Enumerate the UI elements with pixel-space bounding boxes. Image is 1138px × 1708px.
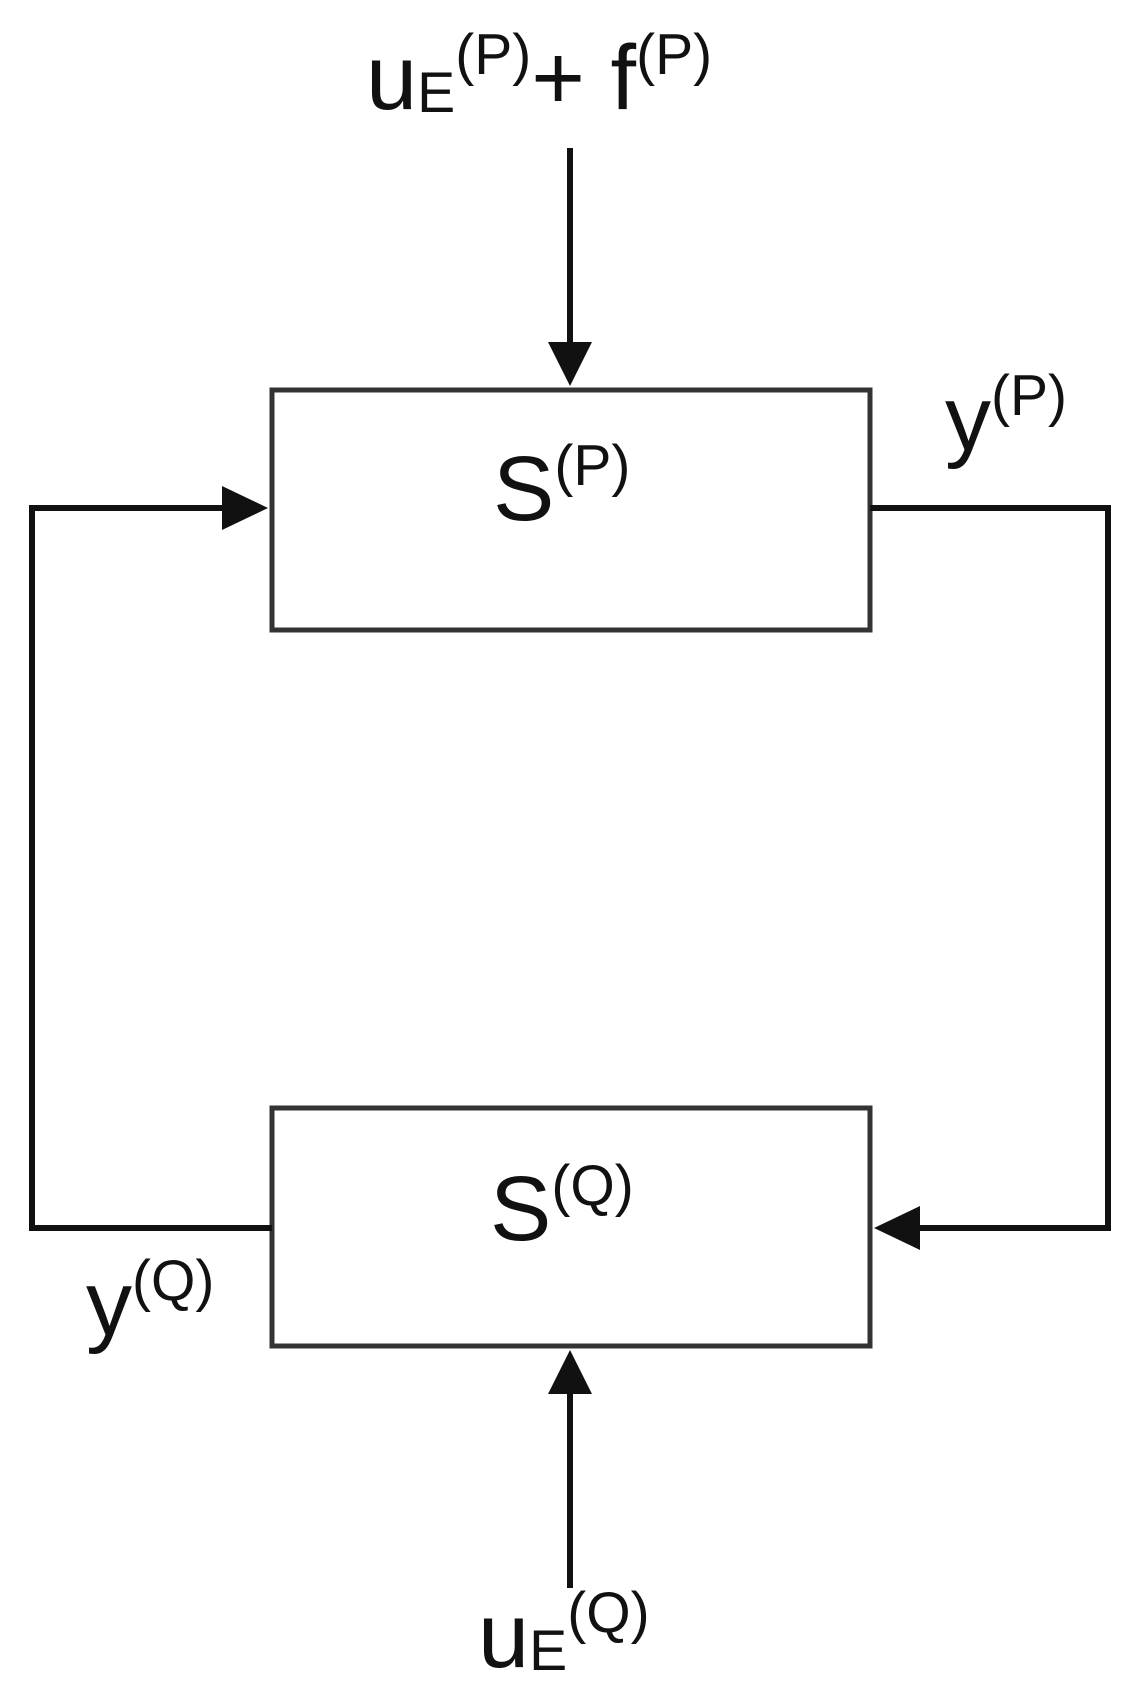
bottom-input-subscript: E: [529, 1618, 568, 1683]
output-yp-superscript: (P): [991, 363, 1068, 428]
top-input-gap: [585, 27, 611, 129]
block-sq-superscript: (Q): [551, 1153, 634, 1218]
output-yq-superscript: (Q): [132, 1248, 215, 1313]
top-input-label: uE(P)+ f(P): [366, 26, 712, 125]
top-input-f-superscript: (P): [636, 22, 713, 87]
top-input-u: u: [366, 27, 418, 129]
left-feedback-arrowhead: [222, 486, 268, 530]
top-input-operator: +: [531, 27, 585, 129]
block-sp-symbol: S: [493, 438, 555, 540]
top-input-f: f: [610, 27, 637, 129]
output-yq-label: y(Q): [86, 1252, 214, 1350]
output-yp-symbol: y: [945, 368, 991, 470]
output-yq-symbol: y: [86, 1253, 132, 1355]
block-sp-label: S(P): [493, 437, 630, 535]
top-input-arrowhead: [548, 342, 592, 386]
top-input-u-superscript: (P): [455, 22, 532, 87]
block-sq-label: S(Q): [490, 1157, 634, 1255]
bottom-input-u: u: [478, 1585, 530, 1687]
output-yp-label: y(P): [945, 367, 1067, 465]
top-input-u-subscript: E: [417, 60, 456, 125]
left-feedback-path: [29, 505, 272, 1231]
right-feedback-arrowhead: [874, 1206, 920, 1250]
block-sp-superscript: (P): [554, 433, 631, 498]
block-sp: [269, 387, 873, 633]
bottom-input-superscript: (Q): [567, 1580, 650, 1645]
block-sq: [269, 1105, 873, 1349]
block-sq-symbol: S: [490, 1158, 552, 1260]
bottom-input-label: uE(Q): [478, 1584, 650, 1683]
bottom-input-arrowhead: [548, 1350, 592, 1394]
right-feedback-path: [870, 505, 1111, 1231]
